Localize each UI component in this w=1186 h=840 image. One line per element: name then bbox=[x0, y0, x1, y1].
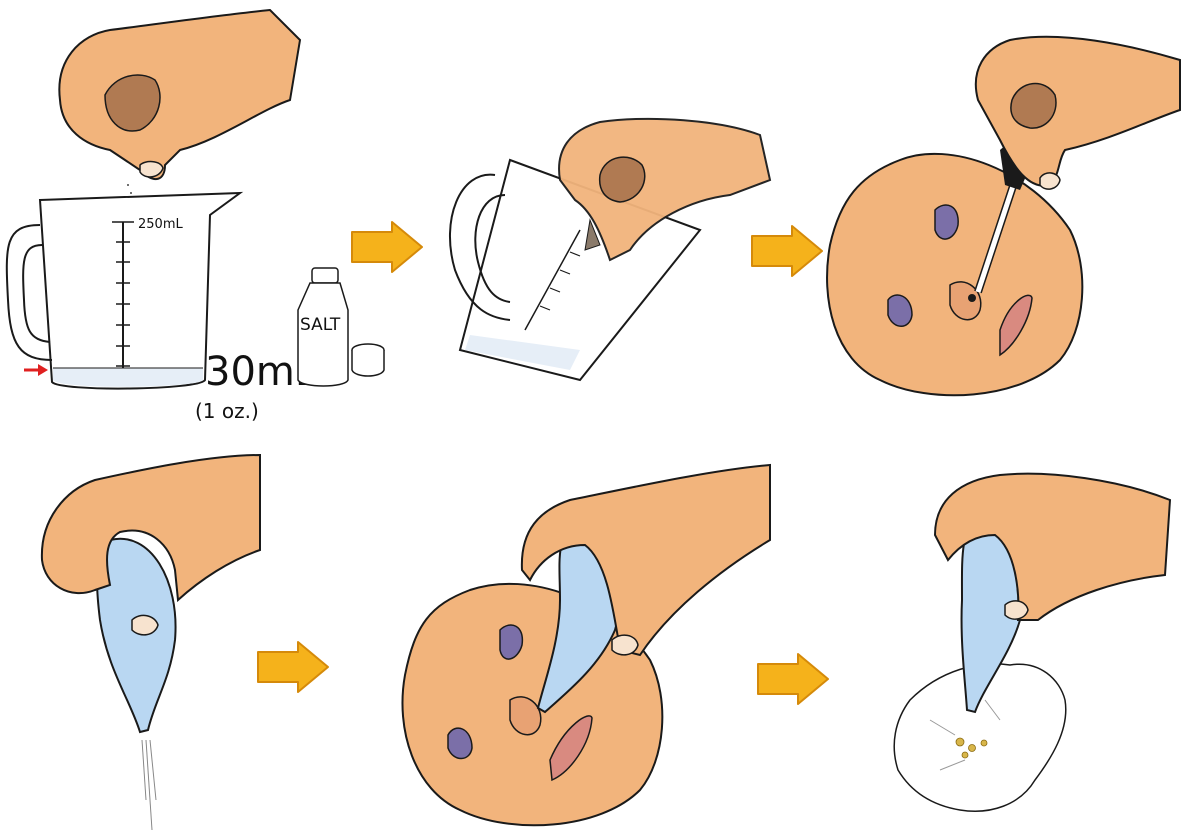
salt-label: SALT bbox=[300, 315, 341, 335]
step-1-panel: 250mL 30mL (1 oz.) SALT bbox=[7, 10, 384, 423]
hand-icon bbox=[59, 10, 300, 179]
arrow-right-icon bbox=[258, 642, 328, 692]
red-marker-arrow-icon bbox=[24, 364, 48, 376]
step-3-panel bbox=[827, 37, 1180, 396]
arrow-right-icon bbox=[758, 654, 828, 704]
salt-shaker-icon: SALT bbox=[298, 268, 384, 386]
cup-tick-label: 250mL bbox=[138, 217, 183, 232]
step-5-panel bbox=[402, 465, 770, 825]
arrow-right-icon bbox=[352, 222, 422, 272]
volume-oz-label: (1 oz.) bbox=[195, 399, 259, 423]
arrow-right-icon bbox=[752, 226, 822, 276]
step-6-panel bbox=[894, 474, 1170, 812]
baby-face-icon bbox=[827, 154, 1082, 395]
step-4-panel bbox=[42, 455, 260, 830]
step-2-panel bbox=[450, 119, 770, 380]
